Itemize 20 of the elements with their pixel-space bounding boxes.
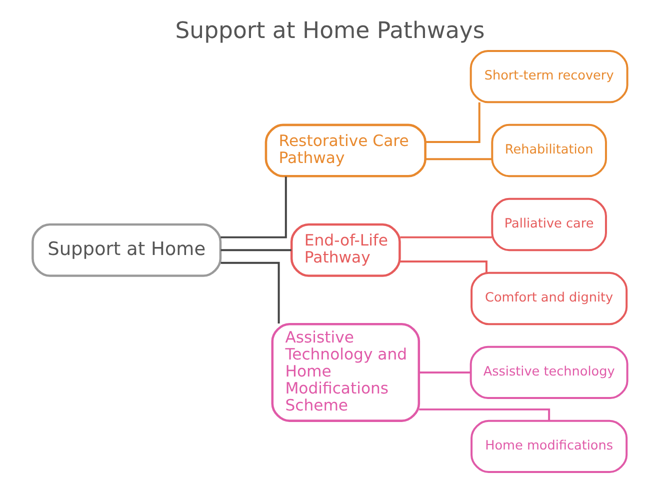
node-box: End-of-Life Pathway xyxy=(290,223,400,277)
connector xyxy=(400,260,487,273)
connector xyxy=(418,371,470,374)
diagram-title: Support at Home Pathways xyxy=(174,18,484,44)
node-box: Rehabilitation xyxy=(490,124,606,178)
node-box: Palliative care xyxy=(490,198,606,252)
node-box: Assistive Technology and Home Modifications Scheme xyxy=(270,322,420,422)
connector xyxy=(400,236,492,238)
connector xyxy=(220,262,280,324)
node-box: Comfort and dignity xyxy=(470,272,628,326)
connector xyxy=(418,408,550,421)
connector xyxy=(424,102,480,143)
connector xyxy=(220,176,286,238)
node-box: Home modifications xyxy=(470,420,628,474)
node-box: Restorative Care Pathway xyxy=(264,124,426,178)
node-box: Short-term recovery xyxy=(469,50,628,104)
connector xyxy=(424,158,492,160)
connector xyxy=(220,249,291,252)
node-box: Support at Home xyxy=(31,223,222,277)
node-box: Assistive technology xyxy=(469,346,628,400)
